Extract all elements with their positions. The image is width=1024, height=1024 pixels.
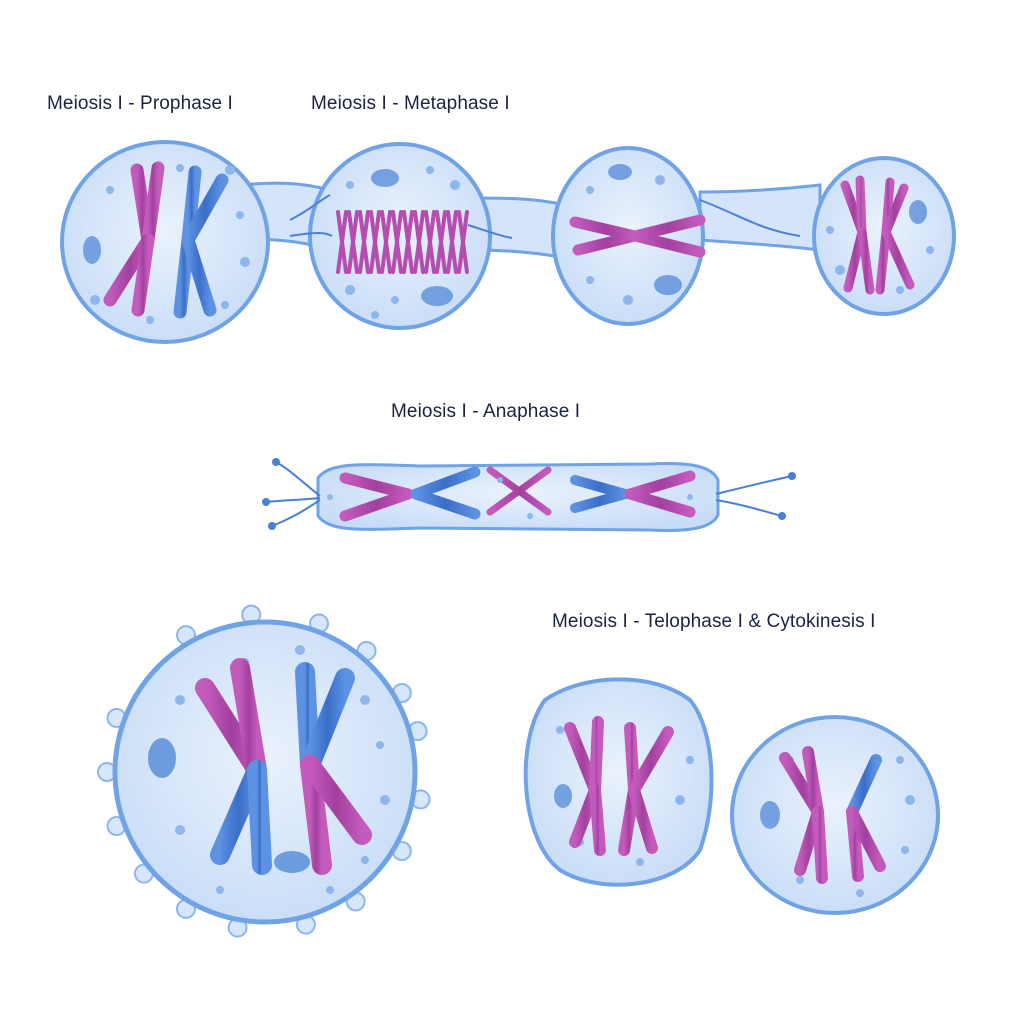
label-telophase: Meiosis I - Telophase I & Cytokinesis I [552, 611, 876, 632]
metaphase-chromatid [362, 240, 370, 274]
metaphase-chromatid [439, 210, 447, 244]
label-anaphase: Meiosis I - Anaphase I [391, 401, 581, 422]
metaphase-chromatid [395, 210, 403, 244]
metaphase-chromatid [384, 240, 392, 274]
cell-telophase-left [523, 677, 714, 887]
metaphase-chromatid [406, 240, 414, 274]
cell-metaphase-2 [551, 146, 801, 326]
metaphase-chromatid [417, 240, 425, 274]
metaphase-chromatid [340, 210, 348, 244]
metaphase-chromatid [351, 210, 359, 244]
chromosome-magenta-x [103, 161, 165, 317]
metaphase-chromatid [450, 240, 458, 274]
metaphase-chromatid [406, 210, 414, 244]
nucleolus [654, 275, 682, 295]
metaphase-chromatid [439, 240, 447, 274]
metaphase-chromatid [373, 240, 381, 274]
chromosome-blue-x [173, 165, 229, 319]
cell-telophase-right [730, 715, 940, 915]
nucleolus [274, 851, 310, 873]
metaphase-chromatid [351, 240, 359, 274]
cell-metaphase [289, 142, 513, 330]
nucleolus [608, 164, 632, 180]
metaphase-chromatid [428, 240, 436, 274]
cell-prophase [60, 140, 270, 344]
metaphase-chromatid [373, 210, 381, 244]
metaphase-chromosomes [336, 210, 469, 274]
nucleolus [148, 738, 176, 778]
nucleolus [421, 286, 453, 306]
cell-right-small [812, 156, 956, 316]
nucleolus [83, 236, 101, 264]
nucleolus [760, 801, 780, 829]
bridge-3 [698, 183, 822, 252]
metaphase-chromatid [340, 240, 348, 274]
metaphase-chromatid [450, 210, 458, 244]
top-cell-chain [60, 140, 956, 344]
cell-anaphase [262, 458, 796, 532]
metaphase-chromatid [428, 210, 436, 244]
nucleolus [371, 169, 399, 187]
nucleolus [554, 784, 572, 808]
metaphase-chromatid [461, 210, 469, 244]
metaphase-chromatid [461, 240, 469, 274]
label-metaphase: Meiosis I - Metaphase I [311, 93, 510, 114]
metaphase-chromatid [384, 210, 392, 244]
metaphase-chromatid [362, 210, 370, 244]
nucleolus [909, 200, 927, 224]
label-prophase: Meiosis I - Prophase I [47, 93, 233, 114]
metaphase-chromatid [395, 240, 403, 274]
metaphase-chromatid [417, 210, 425, 244]
cell-large-prophase [97, 604, 431, 938]
